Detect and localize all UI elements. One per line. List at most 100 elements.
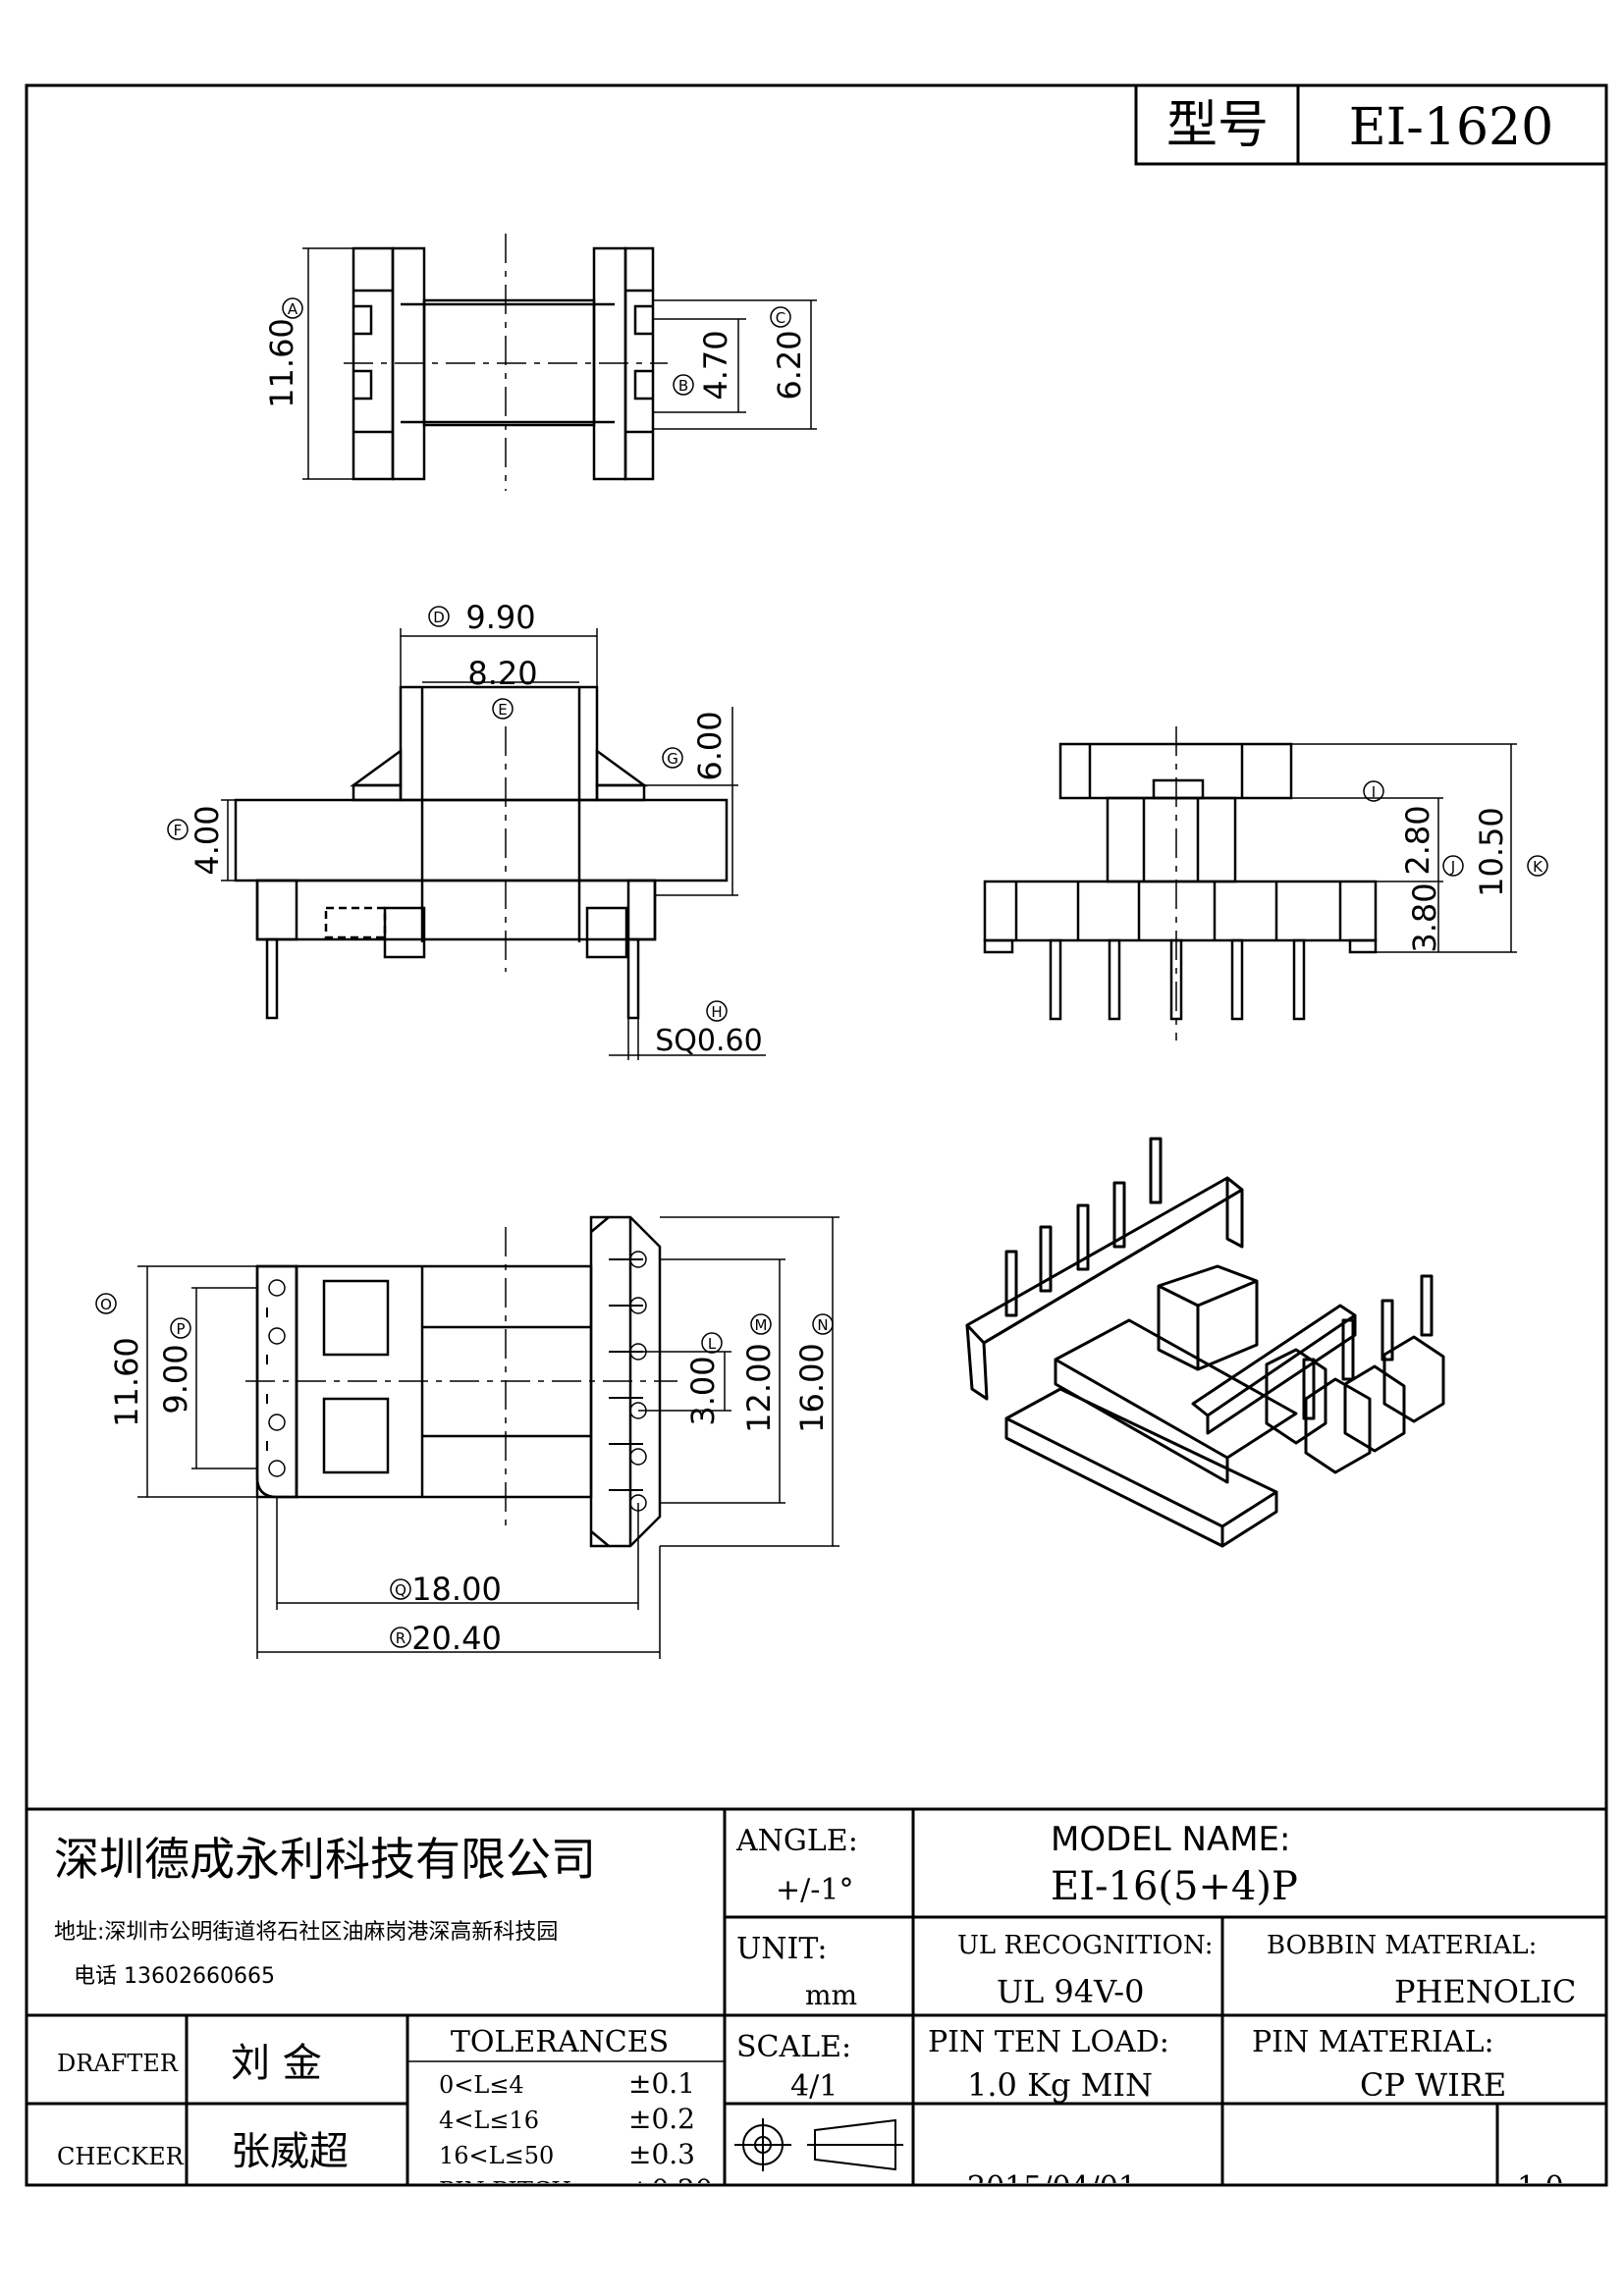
- company-address: 地址:深圳市公明街道将石社区油麻岗港深高新科技园: [54, 1920, 558, 1945]
- model-name-value: EI-16(5+4)P: [1051, 1864, 1298, 1909]
- tag-k: K: [1533, 858, 1543, 876]
- tol-range: 16<L≤50: [439, 2142, 554, 2169]
- company-phone: 电话 13602660665: [74, 1964, 275, 1989]
- tag-o: O: [100, 1296, 112, 1313]
- rev-value: 1.0: [1517, 2170, 1564, 2205]
- dim-g: 6.00: [691, 711, 729, 780]
- dim-a: 11.60: [263, 318, 300, 408]
- dim-p: 9.00: [157, 1344, 194, 1414]
- unit-value: mm: [805, 1979, 857, 2011]
- pin-material-label: PIN MATERIAL:: [1252, 2025, 1494, 2059]
- drafter-label: DRAFTER: [57, 2050, 179, 2077]
- sheet-border: [25, 83, 1608, 2187]
- model-name-label: MODEL NAME:: [1051, 1820, 1290, 1859]
- drafter-value: 刘 金: [231, 2041, 322, 2086]
- tolerances-label: TOLERANCES: [451, 2025, 669, 2059]
- tag-e: E: [498, 701, 507, 719]
- tag-f: F: [174, 822, 183, 839]
- dim-e: 8.20: [467, 655, 537, 692]
- dim-r: 20.40: [411, 1620, 502, 1657]
- bottom-row: DATE: 2015/04/01 DRAWING NO: REV: 1.0: [928, 2113, 1579, 2205]
- bobbin-label: BOBBIN MATERIAL:: [1267, 1931, 1537, 1960]
- tag-c-circle: [770, 306, 791, 328]
- tag-q-circle: [390, 1578, 411, 1600]
- tol-range: PIN PITCH: [439, 2177, 571, 2205]
- tag-j-circle: [1442, 855, 1464, 877]
- pin-load-cell: PIN TEN LOAD: 1.0 Kg MIN: [928, 2025, 1169, 2104]
- tag-a-circle: [282, 297, 303, 319]
- title-block-frame: [27, 1807, 1606, 2185]
- tag-q: Q: [395, 1581, 406, 1599]
- tag-j: J: [1450, 858, 1455, 876]
- header-model-label: 型号: [1166, 96, 1269, 155]
- tag-b: B: [678, 377, 688, 395]
- tag-n: N: [817, 1316, 828, 1334]
- ul-label: UL RECOGNITION:: [957, 1931, 1214, 1960]
- ul-value: UL 94V-0: [997, 1973, 1144, 2010]
- rev-label: REV:: [1507, 2113, 1579, 2148]
- bobbin-cell: BOBBIN MATERIAL: PHENOLIC: [1267, 1931, 1576, 2010]
- unit-cell: UNIT: mm: [736, 1932, 857, 2011]
- tag-d-circle: [428, 606, 450, 627]
- dim-n: 16.00: [793, 1343, 831, 1433]
- tol-value: ±0.3: [628, 2138, 695, 2170]
- tol-value: ±0.20: [628, 2173, 713, 2206]
- tag-g: G: [667, 750, 678, 768]
- tag-o-circle: [95, 1293, 117, 1314]
- projection-symbol: [734, 2118, 903, 2171]
- side-view-labels: I 2.80 J 3.80 K 10.50: [1363, 780, 1548, 953]
- front-view-labels: D 9.90 8.20 E F 4.00 G 6.00 H SQ0.60: [167, 599, 763, 1058]
- tag-h: H: [711, 1003, 722, 1021]
- model-name-cell: MODEL NAME: EI-16(5+4)P: [1051, 1820, 1298, 1909]
- tag-l-circle: [701, 1332, 723, 1354]
- tag-r: R: [396, 1629, 406, 1647]
- dim-d: 9.90: [465, 599, 535, 636]
- tag-a: A: [288, 300, 298, 318]
- tag-k-circle: [1527, 855, 1548, 877]
- dim-l: 3.00: [684, 1356, 722, 1425]
- top-view-labels: A 11.60 B 4.70 C 6.20: [263, 297, 808, 408]
- header-model-box: 型号 EI-1620: [1134, 83, 1608, 166]
- tag-m: M: [755, 1316, 768, 1334]
- isometric-view: [965, 1137, 1445, 1548]
- tol-value: ±0.2: [628, 2103, 695, 2135]
- header-model-value: EI-1620: [1349, 98, 1553, 157]
- tag-p: P: [176, 1320, 185, 1338]
- dim-c: 6.20: [771, 330, 808, 400]
- dim-h: SQ0.60: [655, 1024, 762, 1058]
- dim-j: 3.80: [1406, 882, 1443, 952]
- bottom-view-labels: O 11.60 P 9.00 L 3.00 M 12.00 N 16.00 Q …: [95, 1293, 834, 1657]
- dim-f: 4.00: [189, 805, 226, 875]
- tag-p-circle: [170, 1317, 191, 1339]
- company-info: 深圳德成永利科技有限公司 地址:深圳市公明街道将石社区油麻岗港深高新科技园 电话…: [54, 1833, 596, 1989]
- tag-r-circle: [390, 1627, 411, 1648]
- drawing-no-label: DRAWING NO:: [1247, 2114, 1458, 2147]
- pin-material-value: CP WIRE: [1360, 2066, 1506, 2104]
- pin-load-value: 1.0 Kg MIN: [967, 2066, 1153, 2104]
- dim-q: 18.00: [411, 1571, 502, 1608]
- tag-m-circle: [750, 1313, 772, 1335]
- top-view: [302, 234, 817, 491]
- tag-b-circle: [673, 374, 694, 396]
- tag-d: D: [433, 609, 445, 626]
- pin-marker: [268, 1251, 647, 1512]
- scale-value: 4/1: [790, 2069, 838, 2104]
- checker-row: CHECKER 张威超: [57, 2129, 349, 2174]
- dim-m: 12.00: [740, 1343, 778, 1433]
- scale-cell: SCALE: 4/1: [736, 2030, 851, 2104]
- dim-o: 11.60: [108, 1337, 145, 1427]
- bottom-view: [137, 1215, 839, 1659]
- scale-label: SCALE:: [736, 2030, 851, 2064]
- pin-material-cell: PIN MATERIAL: CP WIRE: [1252, 2025, 1506, 2104]
- tag-h-circle: [706, 1000, 728, 1022]
- tag-c: C: [776, 309, 785, 327]
- pin-load-label: PIN TEN LOAD:: [928, 2025, 1169, 2059]
- angle-cell: ANGLE: +/-1°: [735, 1824, 858, 1907]
- bottom-view-pins: [268, 1251, 647, 1512]
- ul-cell: UL RECOGNITION: UL 94V-0: [957, 1931, 1214, 2010]
- date-label: DATE:: [928, 2113, 1022, 2148]
- tol-range: 0<L≤4: [439, 2071, 524, 2099]
- dim-k: 10.50: [1473, 807, 1510, 897]
- dim-b: 4.70: [697, 330, 734, 400]
